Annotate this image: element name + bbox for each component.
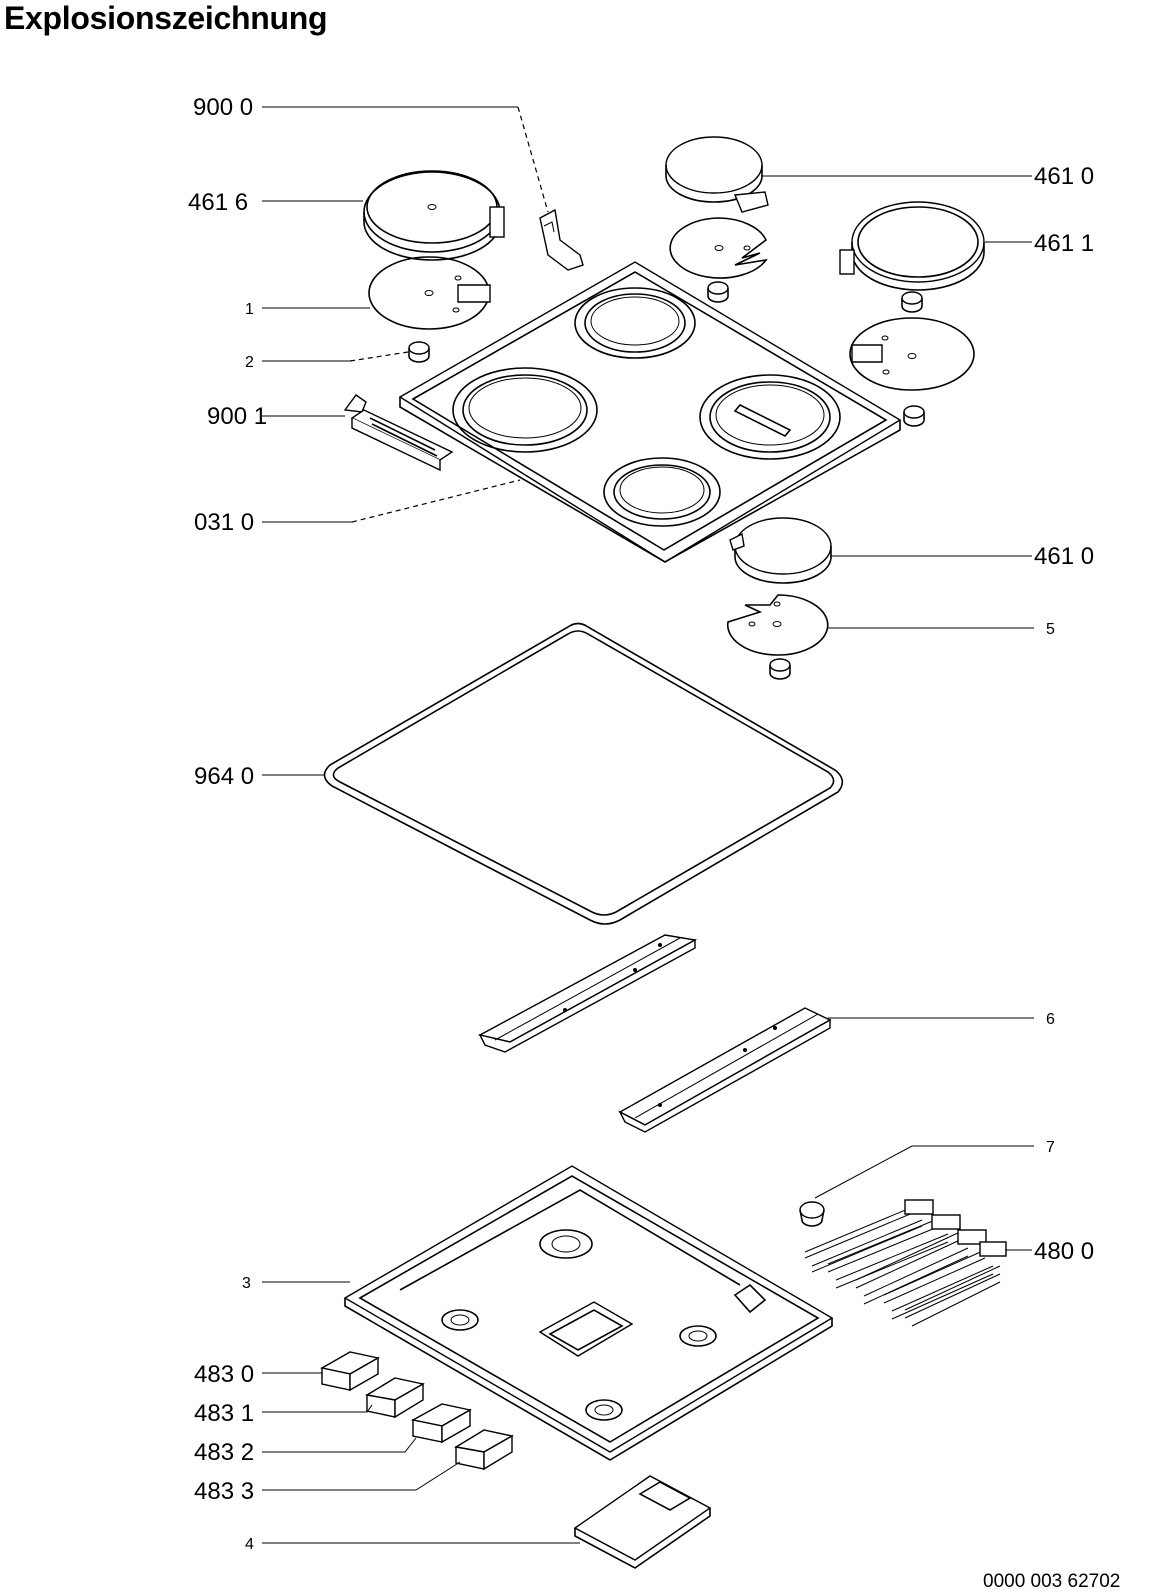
reflector-disc-5 <box>726 594 829 656</box>
connector-900-1 <box>343 394 454 472</box>
callout-483-3: 483 3 <box>194 1478 254 1505</box>
fixing-nut-5 <box>769 658 791 680</box>
hotplate-461-0-top <box>665 136 769 213</box>
callout-461-1: 461 1 <box>1034 230 1094 257</box>
callout-3: 3 <box>242 1275 251 1292</box>
reflector-disc-1 <box>368 256 491 330</box>
callout-461-0-middle: 461 0 <box>1034 543 1094 570</box>
support-rail-left <box>478 934 698 1053</box>
callout-4: 4 <box>245 1536 254 1553</box>
terminal-block-483-2 <box>411 1403 472 1444</box>
callout-5: 5 <box>1046 621 1055 638</box>
fixing-nut-2 <box>408 341 430 363</box>
hotplate-461-6 <box>363 170 505 261</box>
callout-461-6: 461 6 <box>188 189 248 216</box>
callout-483-2: 483 2 <box>194 1439 254 1466</box>
fixing-nut-top <box>707 281 729 303</box>
reflector-disc-top <box>669 217 768 279</box>
callout-2: 2 <box>245 354 254 371</box>
switch-set-480-0 <box>804 1199 1007 1327</box>
gasket-964-0 <box>323 622 844 925</box>
callout-483-0: 483 0 <box>194 1361 254 1388</box>
page-title: Explosionszeichnung <box>4 0 328 36</box>
hob-frame-part <box>398 261 902 563</box>
support-rail-right <box>618 1007 832 1133</box>
fixing-nut-right-lower <box>903 405 925 427</box>
callout-900-1: 900 1 <box>207 403 267 430</box>
hotplate-461-0-middle <box>729 517 832 584</box>
base-tray-3 <box>343 1165 834 1461</box>
callout-461-0-top: 461 0 <box>1034 163 1094 190</box>
callout-483-1: 483 1 <box>194 1400 254 1427</box>
clip-900-0 <box>539 208 584 271</box>
callout-480-0: 480 0 <box>1034 1238 1094 1265</box>
callout-7: 7 <box>1046 1139 1055 1156</box>
callout-031-0: 031 0 <box>194 509 254 536</box>
terminal-block-483-0 <box>320 1351 380 1392</box>
terminal-block-483-1 <box>365 1377 425 1419</box>
fixing-nut-right <box>901 291 923 313</box>
callout-964-0: 964 0 <box>194 763 254 790</box>
cover-plate-4 <box>573 1475 712 1569</box>
hotplate-461-1 <box>839 201 985 291</box>
knob-7 <box>799 1201 825 1227</box>
callout-1: 1 <box>245 301 254 318</box>
reflector-disc-right <box>849 317 975 391</box>
reference-number: 0000 003 62702 <box>983 1571 1120 1592</box>
callout-6: 6 <box>1046 1011 1055 1028</box>
leader-lines <box>262 106 1034 1544</box>
callout-900-0: 900 0 <box>193 94 253 121</box>
terminal-block-483-3 <box>454 1429 514 1471</box>
